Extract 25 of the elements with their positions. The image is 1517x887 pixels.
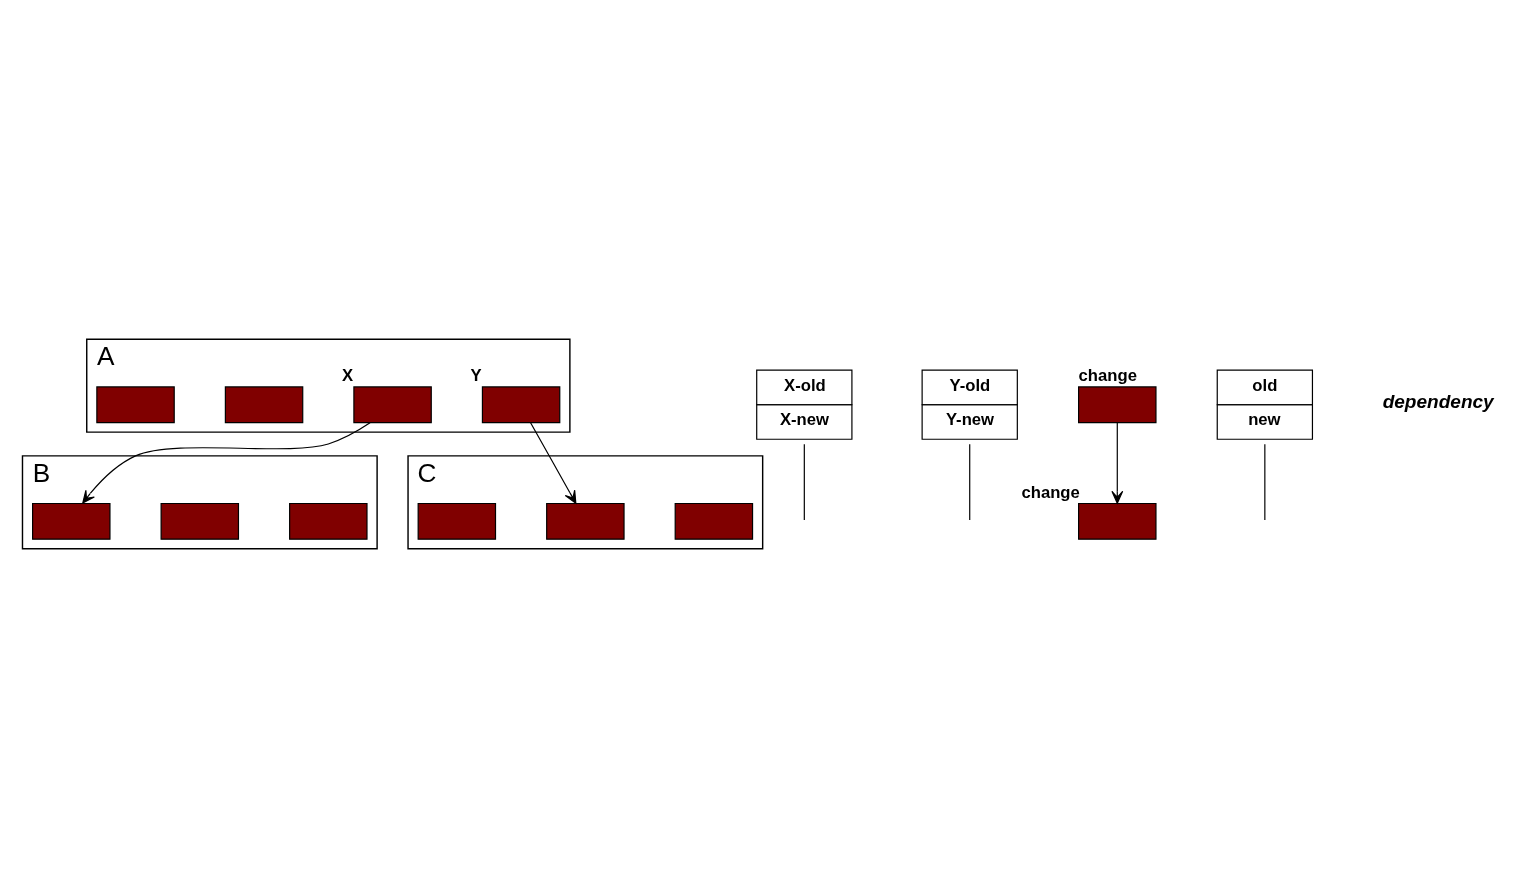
connector: [1264, 443, 1266, 521]
node-label: X: [342, 365, 354, 385]
node-box: [353, 385, 432, 423]
cluster: B: [21, 454, 378, 549]
cluster: C: [407, 454, 764, 549]
label: dependency: [1382, 390, 1494, 412]
node-box: [224, 385, 304, 423]
node-box: [546, 502, 625, 540]
arrow: [1111, 421, 1124, 504]
node-label: change: [1078, 365, 1137, 385]
node-box: [1078, 502, 1157, 540]
connector: [803, 443, 805, 521]
connector: [969, 443, 971, 521]
arrow: [82, 421, 371, 504]
node-box: [289, 502, 368, 540]
arrow: [530, 421, 577, 504]
node-box: [481, 385, 561, 423]
node-label: change: [1021, 482, 1080, 502]
node-box: [96, 385, 175, 423]
node-box: [417, 502, 497, 540]
node-box: [1078, 385, 1157, 423]
node-box: [32, 502, 111, 540]
node-box: [674, 502, 754, 540]
node-box: [160, 502, 240, 540]
node-label: Y: [470, 365, 482, 385]
